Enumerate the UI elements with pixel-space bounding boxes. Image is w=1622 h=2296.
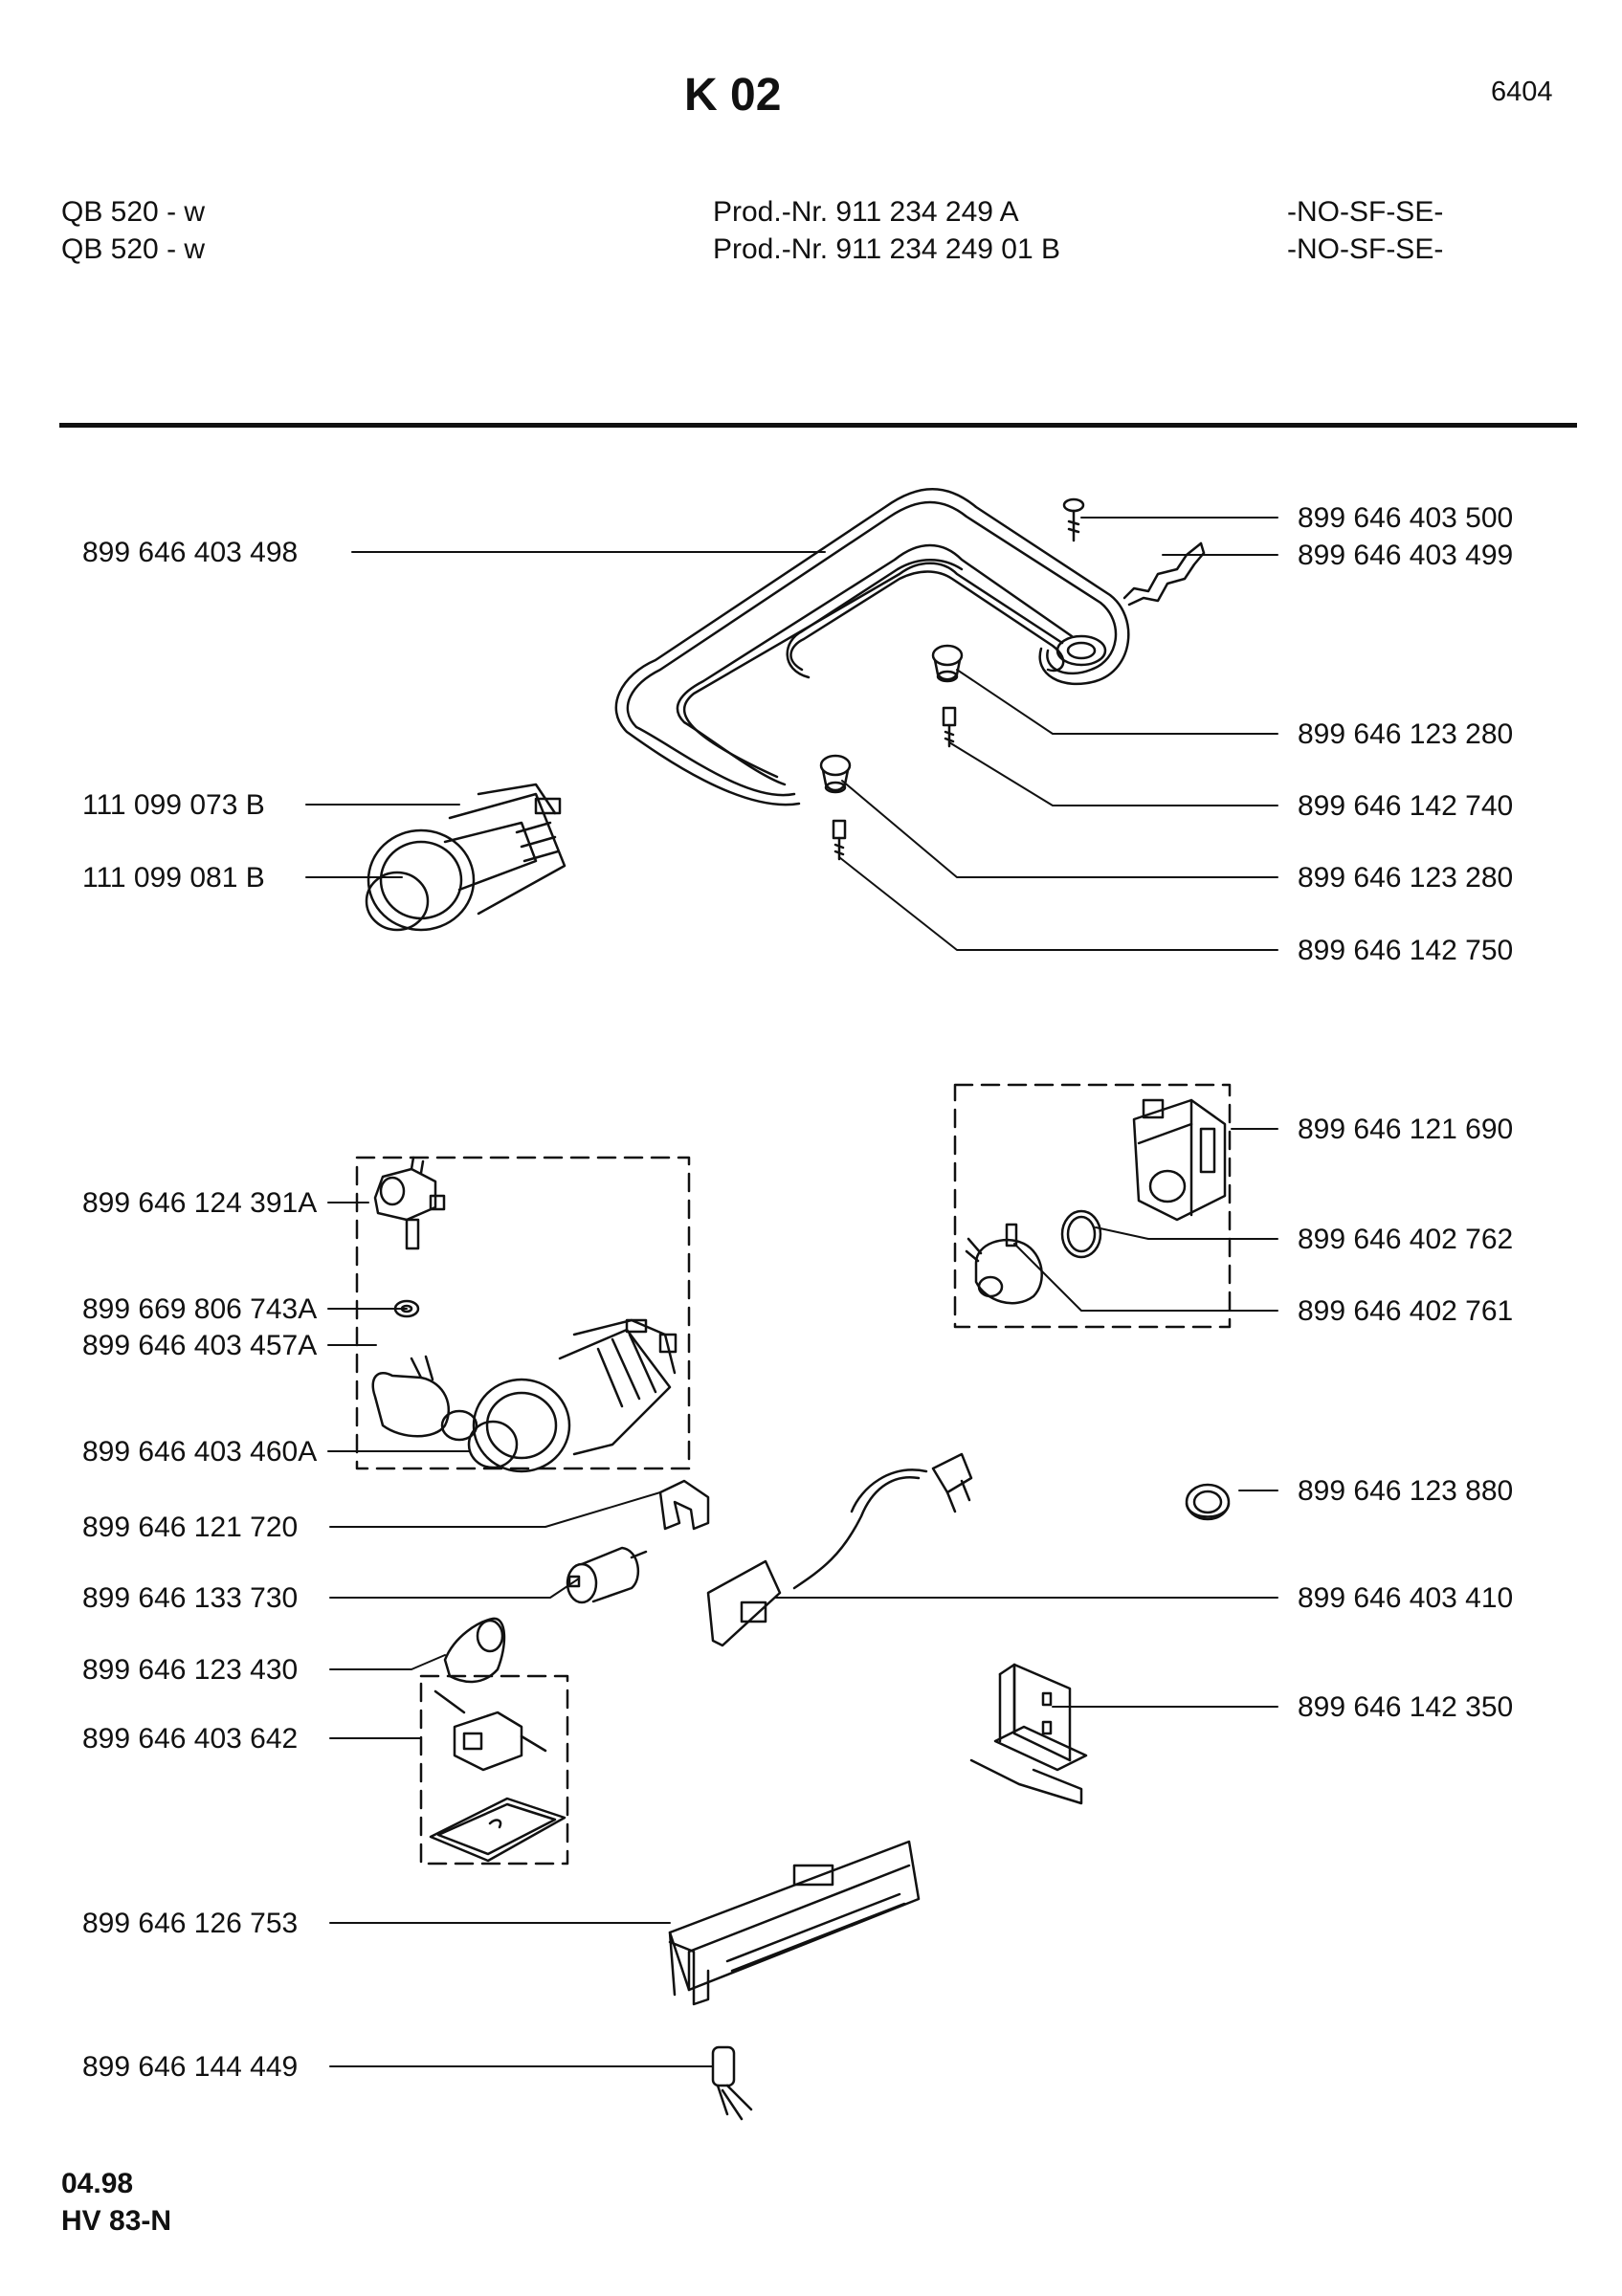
circulation-pump-part [371, 1318, 678, 1473]
capacitor-part [711, 2045, 753, 2121]
screw-part [1062, 497, 1085, 542]
footer-code: HV 83-N [61, 2205, 172, 2237]
part-label-left: 111 099 081 B [82, 862, 265, 894]
pin-part-2 [832, 819, 847, 861]
cap-part [443, 1617, 506, 1684]
part-label-right: 899 646 121 690 [1298, 1114, 1514, 1145]
part-label-left: 899 646 124 391A [82, 1187, 318, 1219]
part-label-right: 899 646 123 280 [1298, 862, 1514, 894]
part-label-left: 899 646 126 753 [82, 1908, 299, 1939]
leader-lines-left [305, 551, 826, 2067]
bracket-part [1122, 541, 1206, 607]
pin-part-1 [942, 706, 957, 748]
grommet-part-2 [819, 754, 852, 794]
part-label-left: 899 669 806 743A [82, 1293, 318, 1325]
region-row-1: -NO-SF-SE- [1287, 196, 1444, 228]
page-title: K 02 [684, 70, 782, 121]
door-seal-gasket [614, 488, 1130, 806]
part-label-left: 899 646 123 430 [82, 1654, 299, 1686]
part-label-left: 899 646 133 730 [82, 1582, 299, 1614]
part-label-left: 899 646 403 460A [82, 1436, 318, 1468]
part-label-right: 899 646 403 500 [1298, 502, 1514, 534]
part-label-right: 899 646 123 280 [1298, 718, 1514, 750]
small-motor-part [566, 1546, 648, 1604]
part-label-left: 899 646 403 642 [82, 1723, 299, 1755]
dashed-group-boxes [355, 1083, 1232, 1866]
part-label-right: 899 646 142 750 [1298, 935, 1514, 966]
part-label-right: 899 646 402 761 [1298, 1295, 1514, 1327]
model-row-2: QB 520 - w [61, 233, 206, 265]
leader-lines-right [774, 517, 1278, 1708]
part-label-left: 111 099 073 B [82, 789, 265, 821]
terminal-block-part [1132, 1098, 1227, 1222]
ring-part-small [393, 1299, 420, 1318]
part-label-right: 899 646 403 410 [1298, 1582, 1514, 1614]
control-panel-part [668, 1840, 921, 2006]
valve-part [965, 1223, 1043, 1305]
part-label-right: 899 646 403 499 [1298, 540, 1514, 571]
part-label-right: 899 646 142 740 [1298, 790, 1514, 822]
part-label-left: 899 646 403 498 [82, 537, 299, 568]
pressure-switch-part [373, 1156, 446, 1250]
pump-motor-part [365, 783, 567, 932]
part-label-right: 899 646 123 880 [1298, 1475, 1514, 1507]
part-label-left: 899 646 144 449 [82, 2051, 299, 2083]
grommet-part-1 [931, 644, 964, 683]
prod-row-1: Prod.-Nr. 911 234 249 A [713, 196, 1019, 228]
o-ring-part [1060, 1209, 1102, 1259]
part-label-right: 899 646 402 762 [1298, 1224, 1514, 1255]
model-row-1: QB 520 - w [61, 196, 206, 228]
header-divider [59, 423, 1577, 428]
power-cord-part [706, 1452, 973, 1647]
clip-part [658, 1479, 710, 1531]
part-label-left: 899 646 121 720 [82, 1512, 299, 1543]
part-label-right: 899 646 142 350 [1298, 1691, 1514, 1723]
page-number: 6404 [1491, 77, 1553, 107]
part-label-left: 899 646 403 457A [82, 1330, 318, 1361]
region-row-2: -NO-SF-SE- [1287, 233, 1444, 265]
footer-date: 04.98 [61, 2168, 134, 2199]
knob-part [1185, 1483, 1231, 1521]
prod-row-2: Prod.-Nr. 911 234 249 01 B [713, 233, 1061, 265]
thermostat-part [429, 1689, 567, 1863]
mounting-bracket-part [969, 1663, 1088, 1805]
